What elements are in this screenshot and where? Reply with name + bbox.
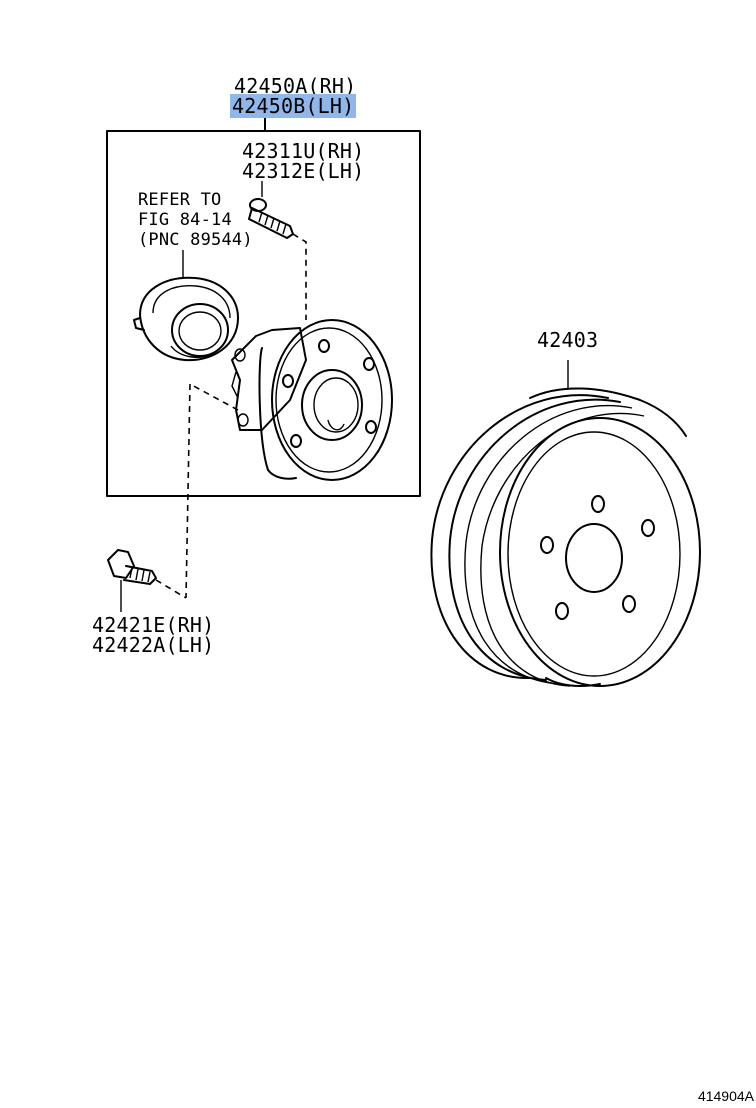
hub-drawing — [185, 319, 393, 599]
mounting-bolt-drawing — [107, 549, 187, 612]
assembly-box — [106, 130, 421, 497]
reference-note-line3: (PNC 89544) — [138, 230, 253, 250]
mounting-bolt-part-rh-label: 42421E(RH) — [92, 613, 215, 637]
assembly-part-rh-label: 42450A(RH) — [234, 74, 357, 98]
assembly-part-lh-highlight: 42450B(LH) — [230, 94, 357, 118]
hub-bolt-part-lh-label: 42312E(LH) — [242, 159, 365, 183]
reference-note-line1: REFER TO — [138, 190, 222, 210]
reference-note-line2: FIG 84-14 — [138, 210, 232, 230]
hub-bolt-drawing — [248, 181, 307, 320]
hub-bolt-part-rh-label: 42311U(RH) — [242, 139, 365, 163]
brake-drum-drawing — [430, 360, 701, 687]
assembly-part-lh-label: 42450B(LH) — [230, 94, 357, 118]
figure-id-label: 414904A — [697, 1088, 754, 1104]
mounting-bolt-part-lh-label: 42422A(LH) — [92, 633, 215, 657]
brake-drum-part-label: 42403 — [537, 328, 599, 352]
bearing-ring-drawing — [133, 250, 239, 362]
